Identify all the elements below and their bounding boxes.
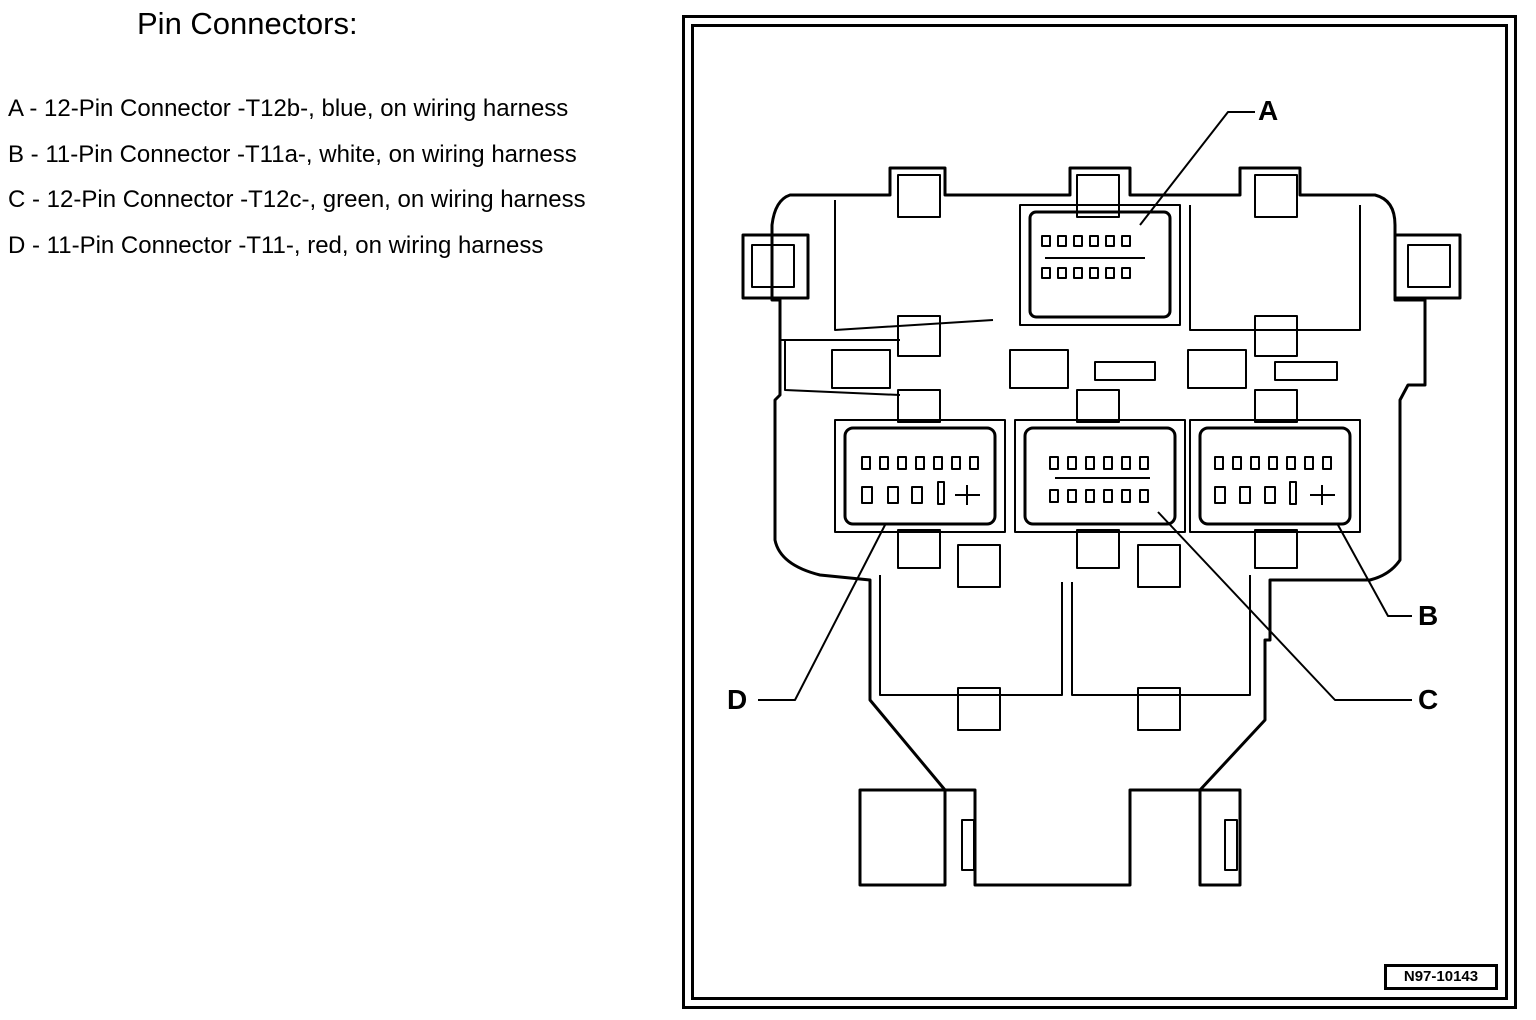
top-clip-middle bbox=[1076, 174, 1120, 218]
top-clip-right bbox=[1254, 174, 1298, 218]
lower-clip-1 bbox=[897, 389, 941, 423]
leader-a bbox=[1139, 111, 1255, 226]
upper-partition bbox=[834, 200, 1361, 331]
mid-bar-right bbox=[1274, 361, 1338, 381]
legend-item-b: B - 11-Pin Connector -T11a-, white, on w… bbox=[8, 140, 577, 168]
connector-a-pins bbox=[1041, 235, 1145, 279]
connector-d-socket bbox=[834, 419, 1006, 533]
mid-bar bbox=[1094, 361, 1156, 381]
connector-a-body bbox=[1028, 210, 1172, 319]
figure-reference: N97-10143 bbox=[1384, 964, 1498, 990]
connector-legend: A - 12-Pin Connector -T12b-, blue, on wi… bbox=[8, 86, 586, 268]
top-clip-left bbox=[897, 174, 941, 218]
lower-bracket bbox=[879, 575, 1251, 696]
connector-b-body bbox=[1198, 426, 1352, 526]
left-ledge bbox=[780, 339, 901, 396]
left-latch bbox=[741, 233, 810, 300]
mid-clip-3 bbox=[1187, 349, 1247, 389]
mid-clip-1 bbox=[831, 349, 891, 389]
left-latch-inner bbox=[751, 244, 795, 288]
legend-item-a: A - 12-Pin Connector -T12b-, blue, on wi… bbox=[8, 95, 569, 122]
leader-c bbox=[1157, 511, 1412, 701]
mid-clip-2 bbox=[1009, 349, 1069, 389]
figure-frame-inner bbox=[691, 24, 1508, 1000]
lower-clip-3 bbox=[1254, 389, 1298, 423]
lower-clip-2 bbox=[1076, 389, 1120, 423]
callout-b: B bbox=[1418, 600, 1439, 631]
mid-clip-5 bbox=[1254, 315, 1298, 357]
housing-outline bbox=[770, 166, 1427, 887]
bracket-clip-right bbox=[1137, 687, 1181, 731]
connector-a-socket bbox=[1019, 204, 1181, 326]
lower-clip-7 bbox=[957, 544, 1001, 588]
callout-a: A bbox=[1258, 95, 1279, 126]
connector-c-body bbox=[1023, 426, 1177, 526]
connector-b-socket bbox=[1189, 419, 1361, 533]
lower-clip-4 bbox=[897, 529, 941, 569]
lower-clip-8 bbox=[1137, 544, 1181, 588]
figure-frame-outer bbox=[682, 15, 1517, 1009]
right-leg-slot bbox=[1224, 819, 1238, 871]
page-title: Pin Connectors: bbox=[137, 6, 358, 41]
bracket-clip-left bbox=[957, 687, 1001, 731]
right-latch-inner bbox=[1407, 244, 1451, 288]
mid-clip-4 bbox=[897, 315, 941, 357]
leader-b bbox=[1337, 524, 1412, 617]
left-leg-slot bbox=[961, 819, 975, 871]
legend-item-c: C - 12-Pin Connector -T12c-, green, on w… bbox=[8, 186, 586, 213]
lower-connector-pins bbox=[861, 456, 1335, 505]
callout-d: D bbox=[727, 684, 748, 715]
callout-c: C bbox=[1418, 684, 1439, 715]
lower-clip-5 bbox=[1076, 529, 1120, 569]
connector-d-body bbox=[843, 426, 997, 526]
connector-c-socket bbox=[1014, 419, 1186, 533]
right-latch bbox=[1393, 233, 1462, 300]
lower-clip-6 bbox=[1254, 529, 1298, 569]
legend-item-d: D - 11-Pin Connector -T11-, red, on wiri… bbox=[8, 231, 544, 259]
leader-d bbox=[758, 524, 886, 701]
